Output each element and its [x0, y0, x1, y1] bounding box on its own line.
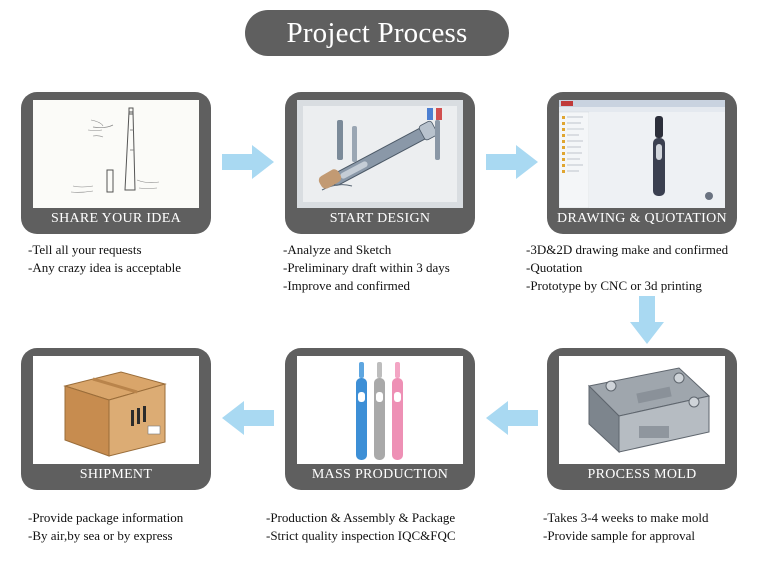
desc-line: -3D&2D drawing make and confirmed [526, 242, 729, 257]
desc-line: -Provide package information [28, 510, 184, 525]
desc-line: -Tell all your requests [28, 242, 142, 257]
design-render-icon [297, 100, 463, 208]
step-mass-production-label: MASS PRODUCTION [311, 467, 449, 482]
toothbrushes-icon [297, 356, 463, 464]
step-drawing-quotation-desc: -3D&2D drawing make and confirmed -Quota… [526, 241, 728, 295]
desc-line: -By air,by sea or by express [28, 528, 173, 543]
mold-icon [559, 356, 725, 464]
arrow-down-icon [630, 296, 664, 344]
step-drawing-quotation-label: DRAWING & QUOTATION [557, 211, 727, 226]
step-shipment-card: SHIPMENT [21, 348, 211, 490]
desc-line: -Any crazy idea is acceptable [28, 260, 182, 275]
step-process-mold-card: PROCESS MOLD [547, 348, 737, 490]
arrow-left-icon [222, 401, 274, 435]
desc-line: -Strict quality inspection IQC&FQC [266, 528, 456, 543]
desc-line: -Takes 3-4 weeks to make mold [543, 510, 709, 525]
step-mass-production-desc: -Production & Assembly & Package -Strict… [266, 509, 456, 545]
page-title: Project Process [245, 10, 509, 56]
step-shipment-desc: -Provide package information -By air,by … [28, 509, 183, 545]
step-start-design-label: START DESIGN [329, 211, 431, 226]
arrow-right-icon [222, 145, 274, 179]
cad-screen-icon [559, 100, 725, 208]
step-process-mold-label: PROCESS MOLD [587, 467, 697, 482]
step-shipment-label: SHIPMENT [79, 467, 153, 482]
arrow-left-icon [486, 401, 538, 435]
desc-line: -Preliminary draft within 3 days [283, 260, 450, 275]
step-start-design-desc: -Analyze and Sketch -Preliminary draft w… [283, 241, 450, 295]
desc-line: -Production & Assembly & Package [266, 510, 456, 525]
step-share-idea-desc: -Tell all your requests -Any crazy idea … [28, 241, 181, 277]
step-start-design-card: START DESIGN [285, 92, 475, 234]
sketch-drawing-icon [33, 100, 199, 208]
step-share-idea-label: SHARE YOUR IDEA [51, 211, 181, 226]
step-process-mold-desc: -Takes 3-4 weeks to make mold -Provide s… [543, 509, 709, 545]
step-share-idea-card: SHARE YOUR IDEA [21, 92, 211, 234]
desc-line: -Improve and confirmed [283, 278, 411, 293]
desc-line: -Provide sample for approval [543, 528, 695, 543]
desc-line: -Analyze and Sketch [283, 242, 392, 257]
step-mass-production-card: MASS PRODUCTION [285, 348, 475, 490]
arrow-right-icon [486, 145, 538, 179]
step-drawing-quotation-card: DRAWING & QUOTATION [547, 92, 737, 234]
desc-line: -Prototype by CNC or 3d printing [526, 278, 702, 293]
desc-line: -Quotation [526, 260, 583, 275]
cardboard-box-icon [33, 356, 199, 464]
